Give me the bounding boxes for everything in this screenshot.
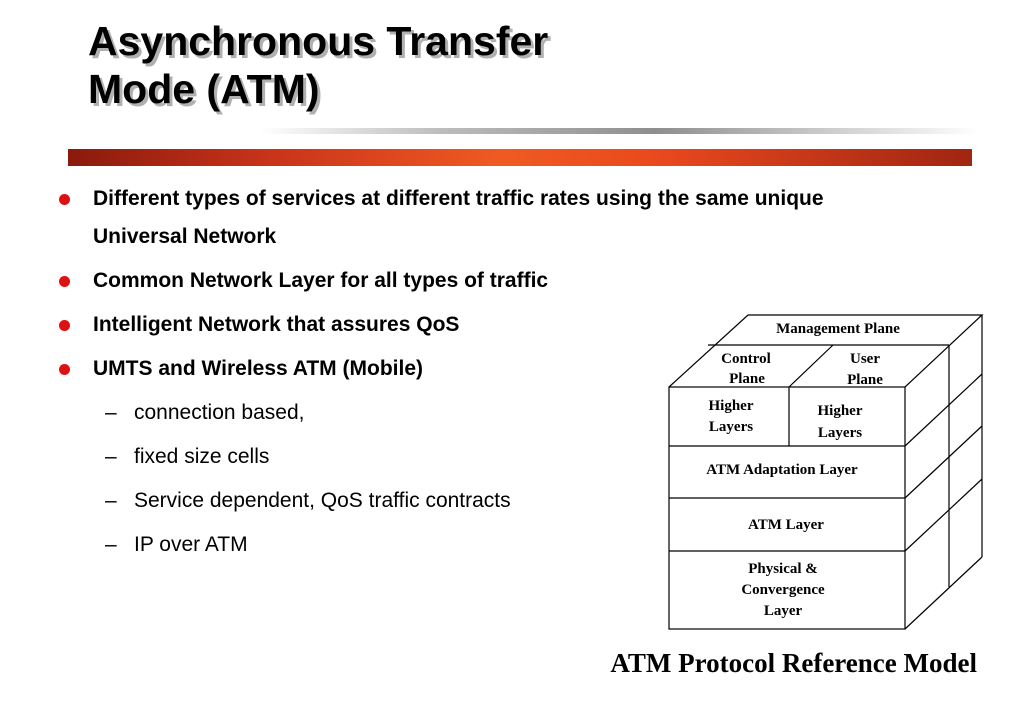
front-face — [668, 386, 906, 630]
atm-layer-label: ATM Layer — [748, 517, 824, 533]
sub-bullet-item: – fixed size cells — [56, 438, 876, 476]
higher-layers-control-label-1: Higher — [709, 398, 754, 414]
user-plane-label-2: Plane — [847, 372, 883, 388]
bullet-item: Different types of services at different… — [56, 180, 873, 256]
bullet-item: Intelligent Network that assures QoS — [56, 306, 876, 344]
bullet-list: Different types of services at different… — [56, 180, 876, 570]
bullet-dot-icon — [59, 276, 70, 287]
physical-label-3: Layer — [764, 603, 803, 619]
right-face-divider — [904, 425, 983, 499]
sub-bullet-text: connection based, — [134, 401, 305, 424]
sub-bullet-text: Service dependent, QoS traffic contracts — [134, 489, 511, 512]
bullet-text: Common Network Layer for all types of tr… — [93, 269, 549, 292]
bullet-item: UMTS and Wireless ATM (Mobile) — [56, 350, 876, 388]
dash-icon: – — [105, 489, 117, 512]
title-line-1: Asynchronous Transfer — [88, 18, 549, 64]
sub-bullet-text: fixed size cells — [134, 445, 270, 468]
physical-label-2: Convergence — [741, 582, 825, 598]
dash-icon: – — [105, 533, 117, 556]
bullet-dot-icon — [59, 194, 70, 205]
bullet-text: Different types of services at different… — [93, 187, 824, 248]
bullet-dot-icon — [59, 320, 70, 331]
title-line-2: Mode (ATM) — [88, 66, 320, 112]
control-plane-label-2: Plane — [729, 371, 765, 387]
higher-layers-user-label-1: Higher — [818, 403, 863, 419]
right-face-divider — [904, 478, 983, 552]
atm-reference-model-diagram: Management Plane Control Plane User Plan… — [668, 314, 984, 630]
title-fade-line — [260, 128, 980, 134]
bullet-item: Common Network Layer for all types of tr… — [56, 262, 876, 300]
bullet-text: UMTS and Wireless ATM (Mobile) — [93, 357, 423, 380]
right-face-bottom — [904, 556, 983, 630]
physical-label-1: Physical & — [748, 561, 818, 577]
sub-bullet-item: – Service dependent, QoS traffic contrac… — [56, 482, 876, 520]
control-user-divider — [788, 344, 834, 388]
user-plane-label-1: User — [850, 351, 880, 367]
right-face-divider — [904, 373, 983, 447]
slide-title: Asynchronous Transfer Mode (ATM) — [88, 17, 548, 113]
sub-bullet-item: – IP over ATM — [56, 526, 876, 564]
control-plane-label-1: Control — [721, 351, 771, 367]
bullet-dot-icon — [59, 364, 70, 375]
higher-layers-control-label-2: Layers — [709, 419, 753, 435]
aal-label: ATM Adaptation Layer — [706, 462, 858, 478]
dash-icon: – — [105, 445, 117, 468]
higher-layers-user-label-2: Layers — [818, 425, 862, 441]
dash-icon: – — [105, 401, 117, 424]
title-rule — [68, 149, 972, 166]
management-plane-label: Management Plane — [776, 321, 900, 337]
top-face — [668, 314, 984, 388]
sub-bullet-item: – connection based, — [56, 394, 876, 432]
sub-bullet-text: IP over ATM — [134, 533, 248, 556]
bullet-text: Intelligent Network that assures QoS — [93, 313, 460, 336]
diagram-caption: ATM Protocol Reference Model — [610, 648, 977, 678]
